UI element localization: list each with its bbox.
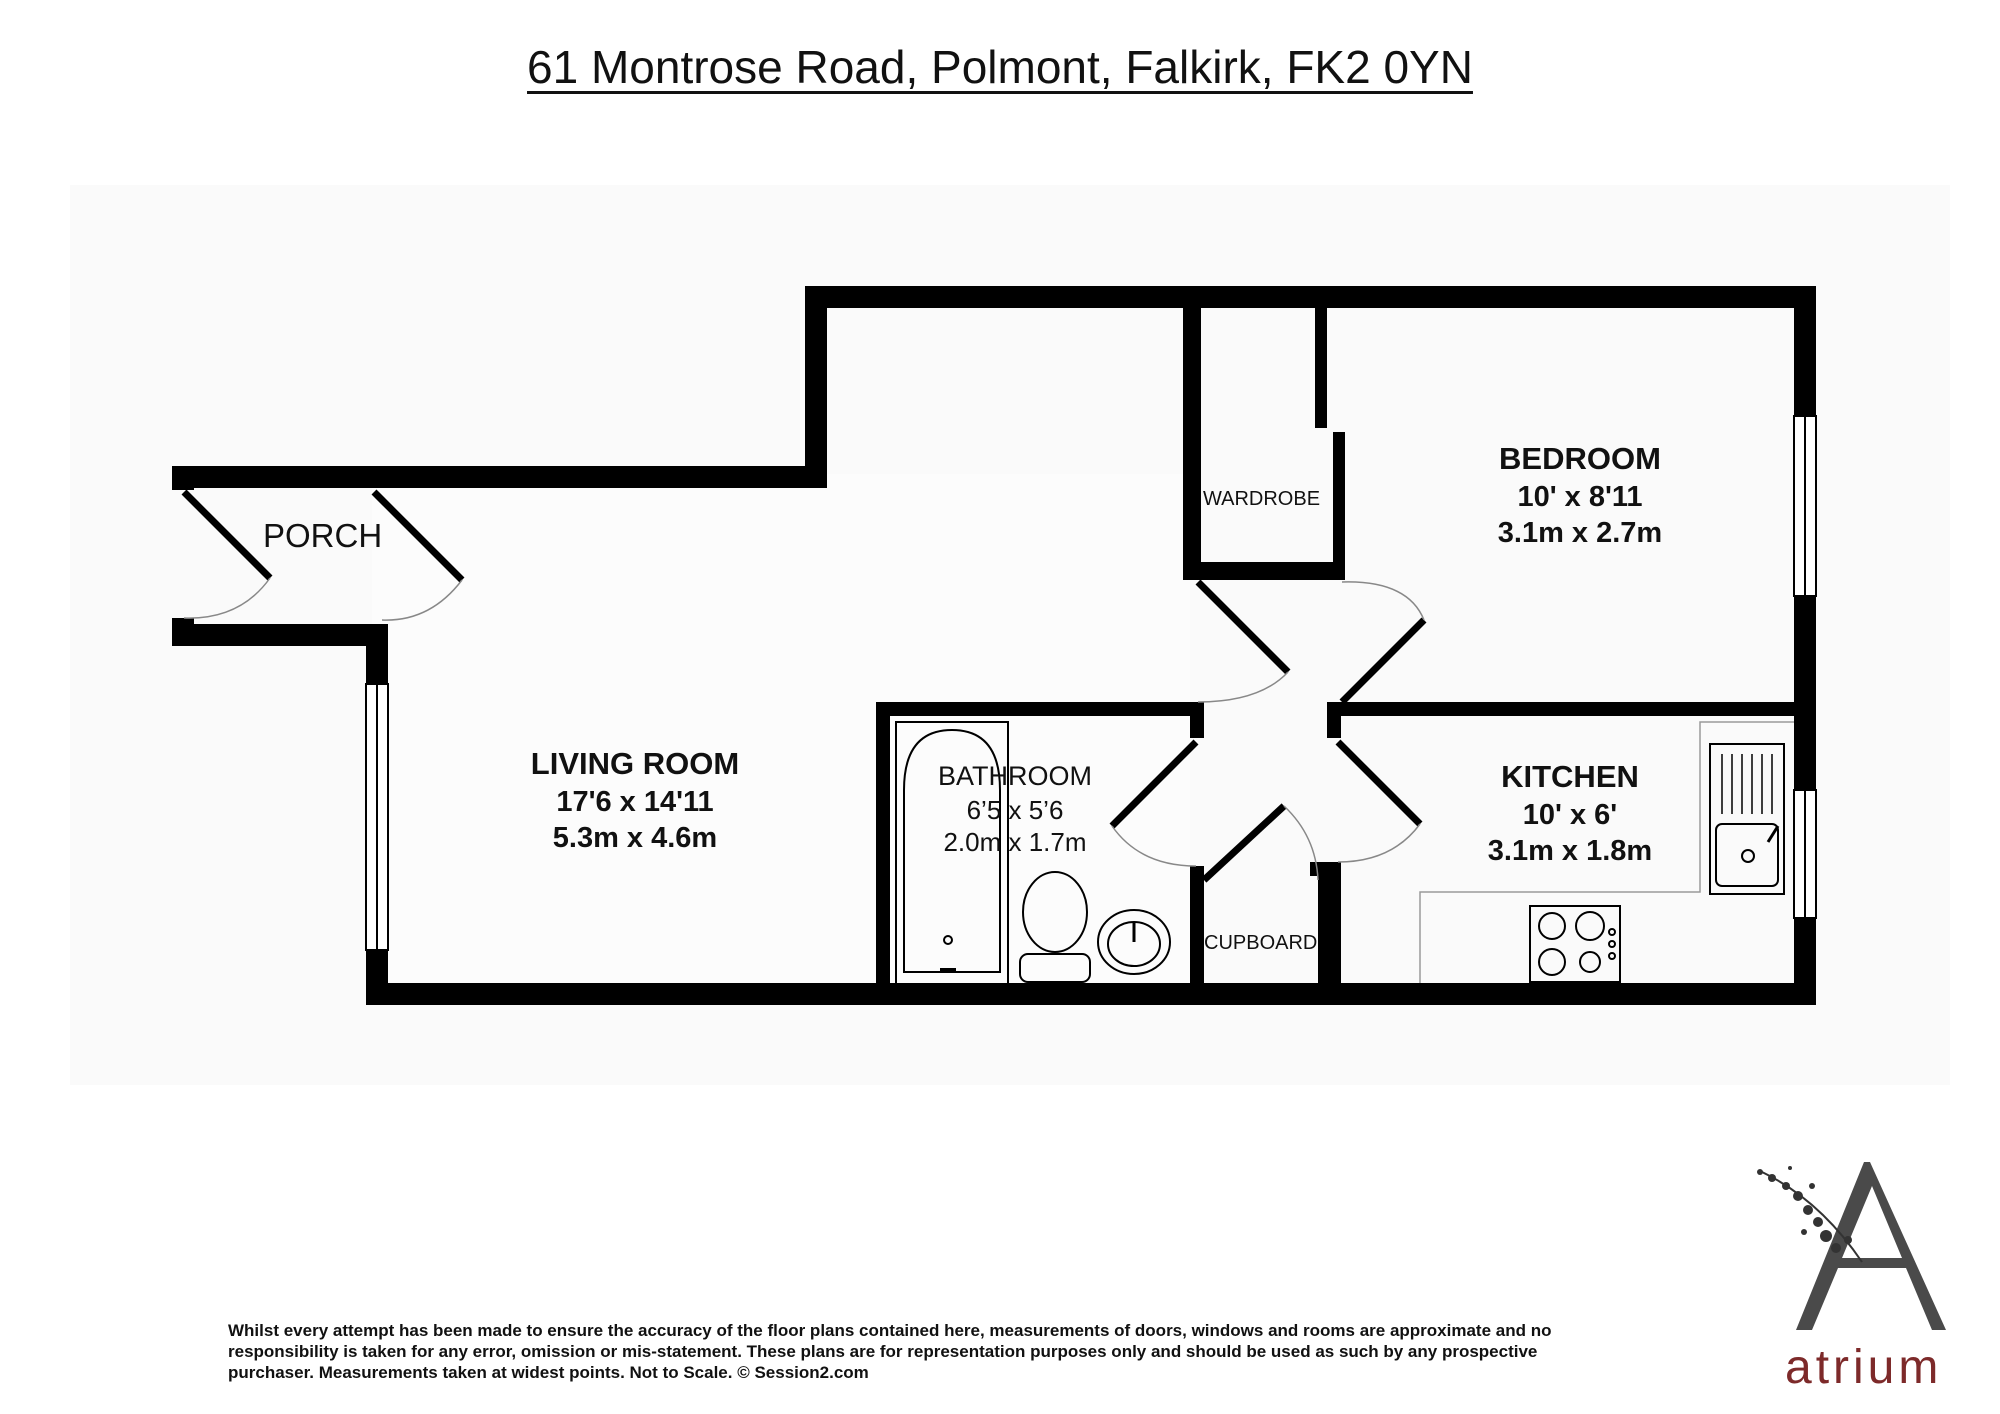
hall-door-leaf [1195, 579, 1291, 675]
bathroom-metric: 2.0m x 1.7m [943, 827, 1087, 858]
property-address-title: 61 Montrose Road, Polmont, Falkirk, FK2 … [0, 40, 2000, 94]
disclaimer-text: Whilst every attempt has been made to en… [228, 1321, 1552, 1382]
bath-tub-icon [903, 728, 1001, 973]
bedroom-name: BEDROOM [1499, 441, 1661, 476]
leaf [1831, 1243, 1841, 1253]
wall-top [805, 286, 1816, 308]
kitchen-sink-bowl [1715, 823, 1779, 887]
doors [181, 489, 1427, 883]
porch-door-inner-arc [381, 579, 463, 621]
wall-bathroom-top [876, 702, 1194, 716]
porch-door-outer-leaf [181, 489, 273, 581]
bathroom-label: BATHROOM 6’5 x 5’6 2.0m x 1.7m [910, 760, 1120, 859]
living-room-floor [372, 474, 1190, 988]
kitchen-sink-drain [1741, 849, 1755, 863]
wall-kitchen-left-top [1327, 702, 1341, 738]
bath-outline [895, 721, 1009, 985]
bathroom-fixtures [895, 721, 1171, 985]
porch-door-inner-leaf [371, 489, 465, 583]
leaf [1788, 1166, 1792, 1170]
wall-step-vertical [805, 286, 827, 488]
hob-ring [1538, 912, 1566, 940]
cupboard-door-arc [1283, 805, 1319, 881]
wall-bedroom-kitchen [1327, 702, 1816, 716]
kitchen-sink-icon [1709, 743, 1785, 895]
bedroom-door-leaf [1339, 617, 1427, 705]
hob-knob [1608, 928, 1616, 936]
leaf [1757, 1169, 1763, 1175]
sink-drainer-ribs [1721, 754, 1773, 814]
bedroom-metric: 3.1m x 2.7m [1497, 517, 1663, 549]
leaf [1844, 1236, 1852, 1244]
sink-basin-icon [1097, 909, 1171, 975]
kitchen-worktop [1419, 721, 1794, 983]
cupboard-door-leaf [1201, 803, 1287, 883]
wall-wardrobe-divider-bottom [1333, 432, 1345, 572]
hob-knob [1608, 940, 1616, 948]
porch-label: PORCH [263, 517, 383, 554]
wall-bathroom-left [876, 702, 890, 992]
bathroom-imperial: 6’5 x 5’6 [966, 794, 1064, 825]
hob-ring [1538, 948, 1566, 976]
wall-porch-bottom [172, 624, 384, 646]
bathroom-name: BATHROOM [938, 761, 1092, 791]
kitchen-metric: 3.1m x 1.8m [1487, 835, 1653, 867]
wall-wardrobe-divider-top [1315, 308, 1327, 428]
porch-door-outer-arc [183, 577, 271, 619]
wall-wardrobe-bottom [1183, 562, 1345, 580]
atrium-logo-icon [1757, 1162, 1946, 1330]
walls [172, 286, 1816, 1005]
leaf [1801, 1229, 1807, 1235]
bedroom-door-arc [1341, 581, 1425, 621]
wall-porch-left-top [172, 466, 194, 490]
living-room-name: LIVING ROOM [530, 746, 740, 781]
kitchen-name: KITCHEN [1501, 759, 1639, 794]
bathroom-door-arc [1111, 825, 1197, 867]
living-room-label: LIVING ROOM 17'6 x 14'11 5.3m x 4.6m [500, 745, 770, 856]
wall-bottom [366, 983, 1816, 1005]
wall-cupboard-right [1318, 862, 1332, 992]
leaf [1809, 1183, 1815, 1189]
property-address-text: 61 Montrose Road, Polmont, Falkirk, FK2 … [527, 41, 1473, 93]
wardrobe-label: WARDROBE [1203, 488, 1321, 510]
wall-living-left-top [366, 624, 388, 684]
bedroom-label: BEDROOM 10' x 8'11 3.1m x 2.7m [1460, 440, 1700, 551]
atrium-brand-name: atrium [1785, 1341, 1943, 1394]
wall-living-top [172, 466, 827, 488]
hob-ring [1579, 951, 1601, 973]
hall-door-arc [1197, 671, 1289, 703]
bath-plug [943, 935, 953, 945]
leaf [1793, 1191, 1803, 1201]
leaf [1803, 1205, 1813, 1215]
living-room-imperial: 17'6 x 14'11 [556, 785, 714, 818]
living-room-metric: 5.3m x 4.6m [552, 822, 718, 854]
wall-bathroom-right-top [1190, 702, 1204, 738]
toilet-cistern [1019, 953, 1091, 983]
wall-right-upper [1794, 286, 1816, 416]
leaf [1820, 1230, 1832, 1242]
hob-icon [1529, 905, 1621, 983]
leaf [1813, 1217, 1823, 1227]
cupboard-label: CUPBOARD [1204, 932, 1318, 954]
wall-right-mid [1794, 596, 1816, 790]
kitchen-door-leaf [1335, 739, 1423, 827]
kitchen-sink-tap [1766, 825, 1780, 843]
kitchen-imperial: 10' x 6' [1522, 798, 1618, 831]
kitchen-door-arc [1337, 823, 1421, 863]
bathroom-door-leaf [1109, 739, 1199, 829]
logo-letter-a [1796, 1162, 1946, 1330]
hob-knob [1608, 952, 1616, 960]
bedroom-imperial: 10' x 8'11 [1517, 480, 1643, 513]
kitchen-label: KITCHEN 10' x 6' 3.1m x 1.8m [1460, 758, 1680, 869]
hob-ring [1575, 911, 1605, 941]
kitchen-fixtures [1419, 721, 1794, 983]
toilet-bowl-icon [1022, 871, 1088, 953]
logo-branch [1761, 1171, 1863, 1263]
wall-bathroom-right-bottom [1190, 866, 1204, 992]
windows [365, 415, 1817, 951]
wall-wardrobe-left [1183, 308, 1201, 572]
